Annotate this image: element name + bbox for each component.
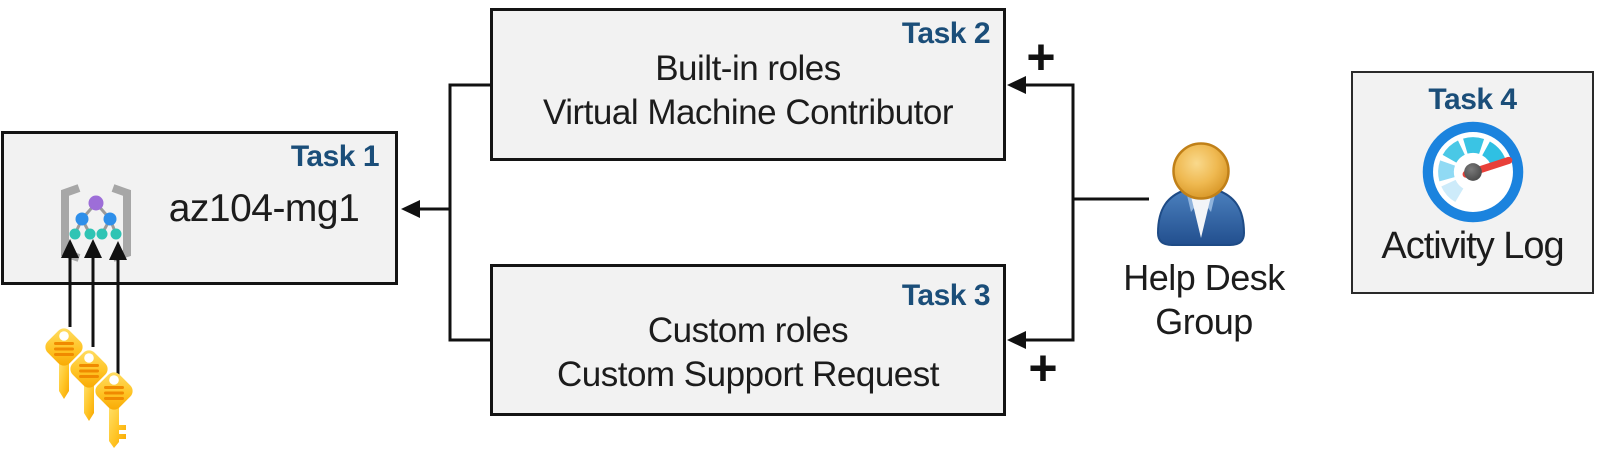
key-icon [67,347,111,421]
activity-gauge-icon [1422,121,1523,223]
key-icon [92,369,136,448]
actor-label-line1: Help Desk [1123,257,1285,298]
management-group-icon [61,184,131,262]
task2-box: Task 2 Built-in roles Virtual Machine Co… [490,8,1006,161]
person-icon [1156,142,1246,246]
task4-caption: Activity Log [1381,225,1564,267]
task1-label: Task 1 [290,140,380,173]
plus-sign-task3: + [1028,340,1058,396]
gauge-hub [1463,163,1482,181]
person-collar [1190,192,1212,238]
tree-nodes [69,195,122,240]
task3-label: Task 3 [901,279,991,312]
task4-box: Task 4 [1351,71,1594,294]
task2-line1: Built-in roles [655,49,841,88]
task2-line2: Virtual Machine Contributor [543,93,953,132]
task4-label: Task 4 [1428,83,1517,116]
task1-box: Task 1 az104-mg1 [1,131,398,285]
keys-icon [42,325,136,448]
left-connector [418,83,491,342]
actor-label-line2: Group [1155,301,1253,342]
person-head [1172,142,1230,200]
task2-label: Task 2 [901,17,991,50]
plus-sign-task2: + [1026,29,1056,85]
task3-line2: Custom Support Request [557,355,939,394]
task3-box: Task 3 Custom roles Custom Support Reque… [490,264,1006,416]
task3-line1: Custom roles [647,311,849,350]
arrowhead-into-task1 [401,200,420,218]
actor-label: Help Desk Group [1104,256,1304,344]
key-icon [42,325,86,399]
person-body [1156,188,1246,246]
management-group-name: az104-mg1 [168,187,360,230]
